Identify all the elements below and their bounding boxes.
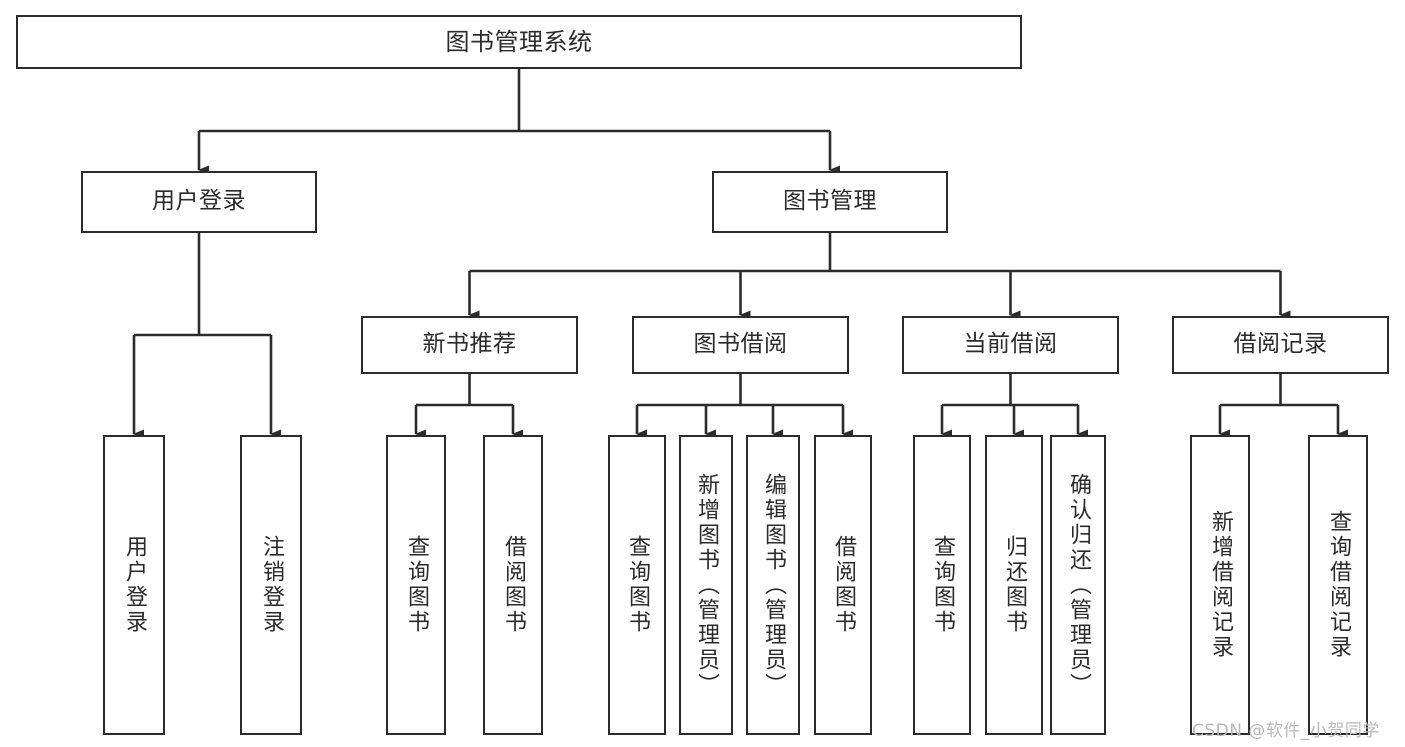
node-leaf-edit-book-admin[interactable]: 编辑图书（管理员）: [746, 435, 800, 735]
node-leaf-borrow-book-1[interactable]: 借阅图书: [483, 435, 543, 735]
node-borrow-record[interactable]: 借阅记录: [1172, 316, 1389, 374]
node-label: 确认归还（管理员）: [1065, 472, 1091, 698]
node-label: 查询图书: [929, 535, 955, 635]
node-label: 新书推荐: [422, 331, 517, 358]
node-label: 借阅记录: [1233, 331, 1328, 358]
node-label: 新增图书（管理员）: [693, 472, 719, 698]
node-label: 注销登录: [258, 535, 284, 635]
node-leaf-return-book[interactable]: 归还图书: [985, 435, 1043, 735]
node-leaf-add-borrow-record[interactable]: 新增借阅记录: [1190, 435, 1250, 735]
connector-lines: [132, 69, 1348, 439]
node-book-manage[interactable]: 图书管理: [712, 171, 948, 233]
node-leaf-query-book-1[interactable]: 查询图书: [386, 435, 446, 735]
node-label: 图书管理: [783, 188, 877, 215]
node-label: 图书管理系统: [445, 27, 593, 56]
node-label: 当前借阅: [963, 331, 1058, 358]
node-label: 查询借阅记录: [1325, 510, 1351, 660]
node-label: 新增借阅记录: [1207, 510, 1233, 660]
node-leaf-logout-login[interactable]: 注销登录: [240, 435, 302, 735]
node-label: 用户登录: [121, 535, 147, 635]
node-label: 归还图书: [1001, 535, 1027, 635]
node-leaf-borrow-book-2[interactable]: 借阅图书: [814, 435, 872, 735]
node-leaf-confirm-return-admin[interactable]: 确认归还（管理员）: [1050, 435, 1106, 735]
node-label: 借阅图书: [830, 535, 856, 635]
node-label: 借阅图书: [500, 535, 526, 635]
node-user-login[interactable]: 用户登录: [81, 171, 317, 233]
node-label: 图书借阅: [693, 331, 788, 358]
node-label: 用户登录: [152, 188, 246, 215]
node-leaf-query-book-2[interactable]: 查询图书: [608, 435, 666, 735]
node-label: 编辑图书（管理员）: [760, 472, 786, 698]
node-label: 查询图书: [624, 535, 650, 635]
node-root[interactable]: 图书管理系统: [16, 15, 1022, 69]
node-book-borrow[interactable]: 图书借阅: [632, 316, 849, 374]
node-leaf-add-book-admin[interactable]: 新增图书（管理员）: [679, 435, 733, 735]
node-current-borrow[interactable]: 当前借阅: [902, 316, 1119, 374]
node-leaf-query-book-3[interactable]: 查询图书: [913, 435, 971, 735]
watermark-text: CSDN @软件_小贺同学: [1192, 721, 1380, 741]
node-new-book-recommend[interactable]: 新书推荐: [361, 316, 578, 374]
node-leaf-user-login[interactable]: 用户登录: [103, 435, 165, 735]
node-leaf-query-borrow-record[interactable]: 查询借阅记录: [1308, 435, 1368, 735]
node-label: 查询图书: [403, 535, 429, 635]
